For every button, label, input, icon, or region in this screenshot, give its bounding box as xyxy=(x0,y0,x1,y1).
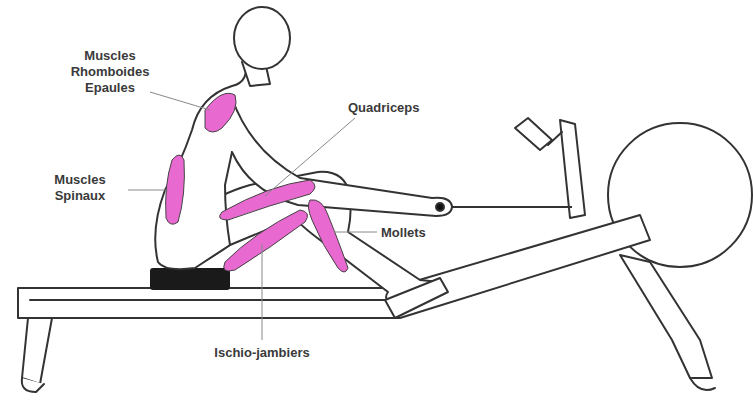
muscle-label: Mollets xyxy=(381,225,426,241)
muscle-label: Muscles Rhomboides Epaules xyxy=(71,48,150,96)
muscle-label: Muscles Spinaux xyxy=(54,172,105,204)
muscle-label: Quadriceps xyxy=(348,100,420,116)
muscle-label: Ischio-jambiers xyxy=(214,345,309,361)
